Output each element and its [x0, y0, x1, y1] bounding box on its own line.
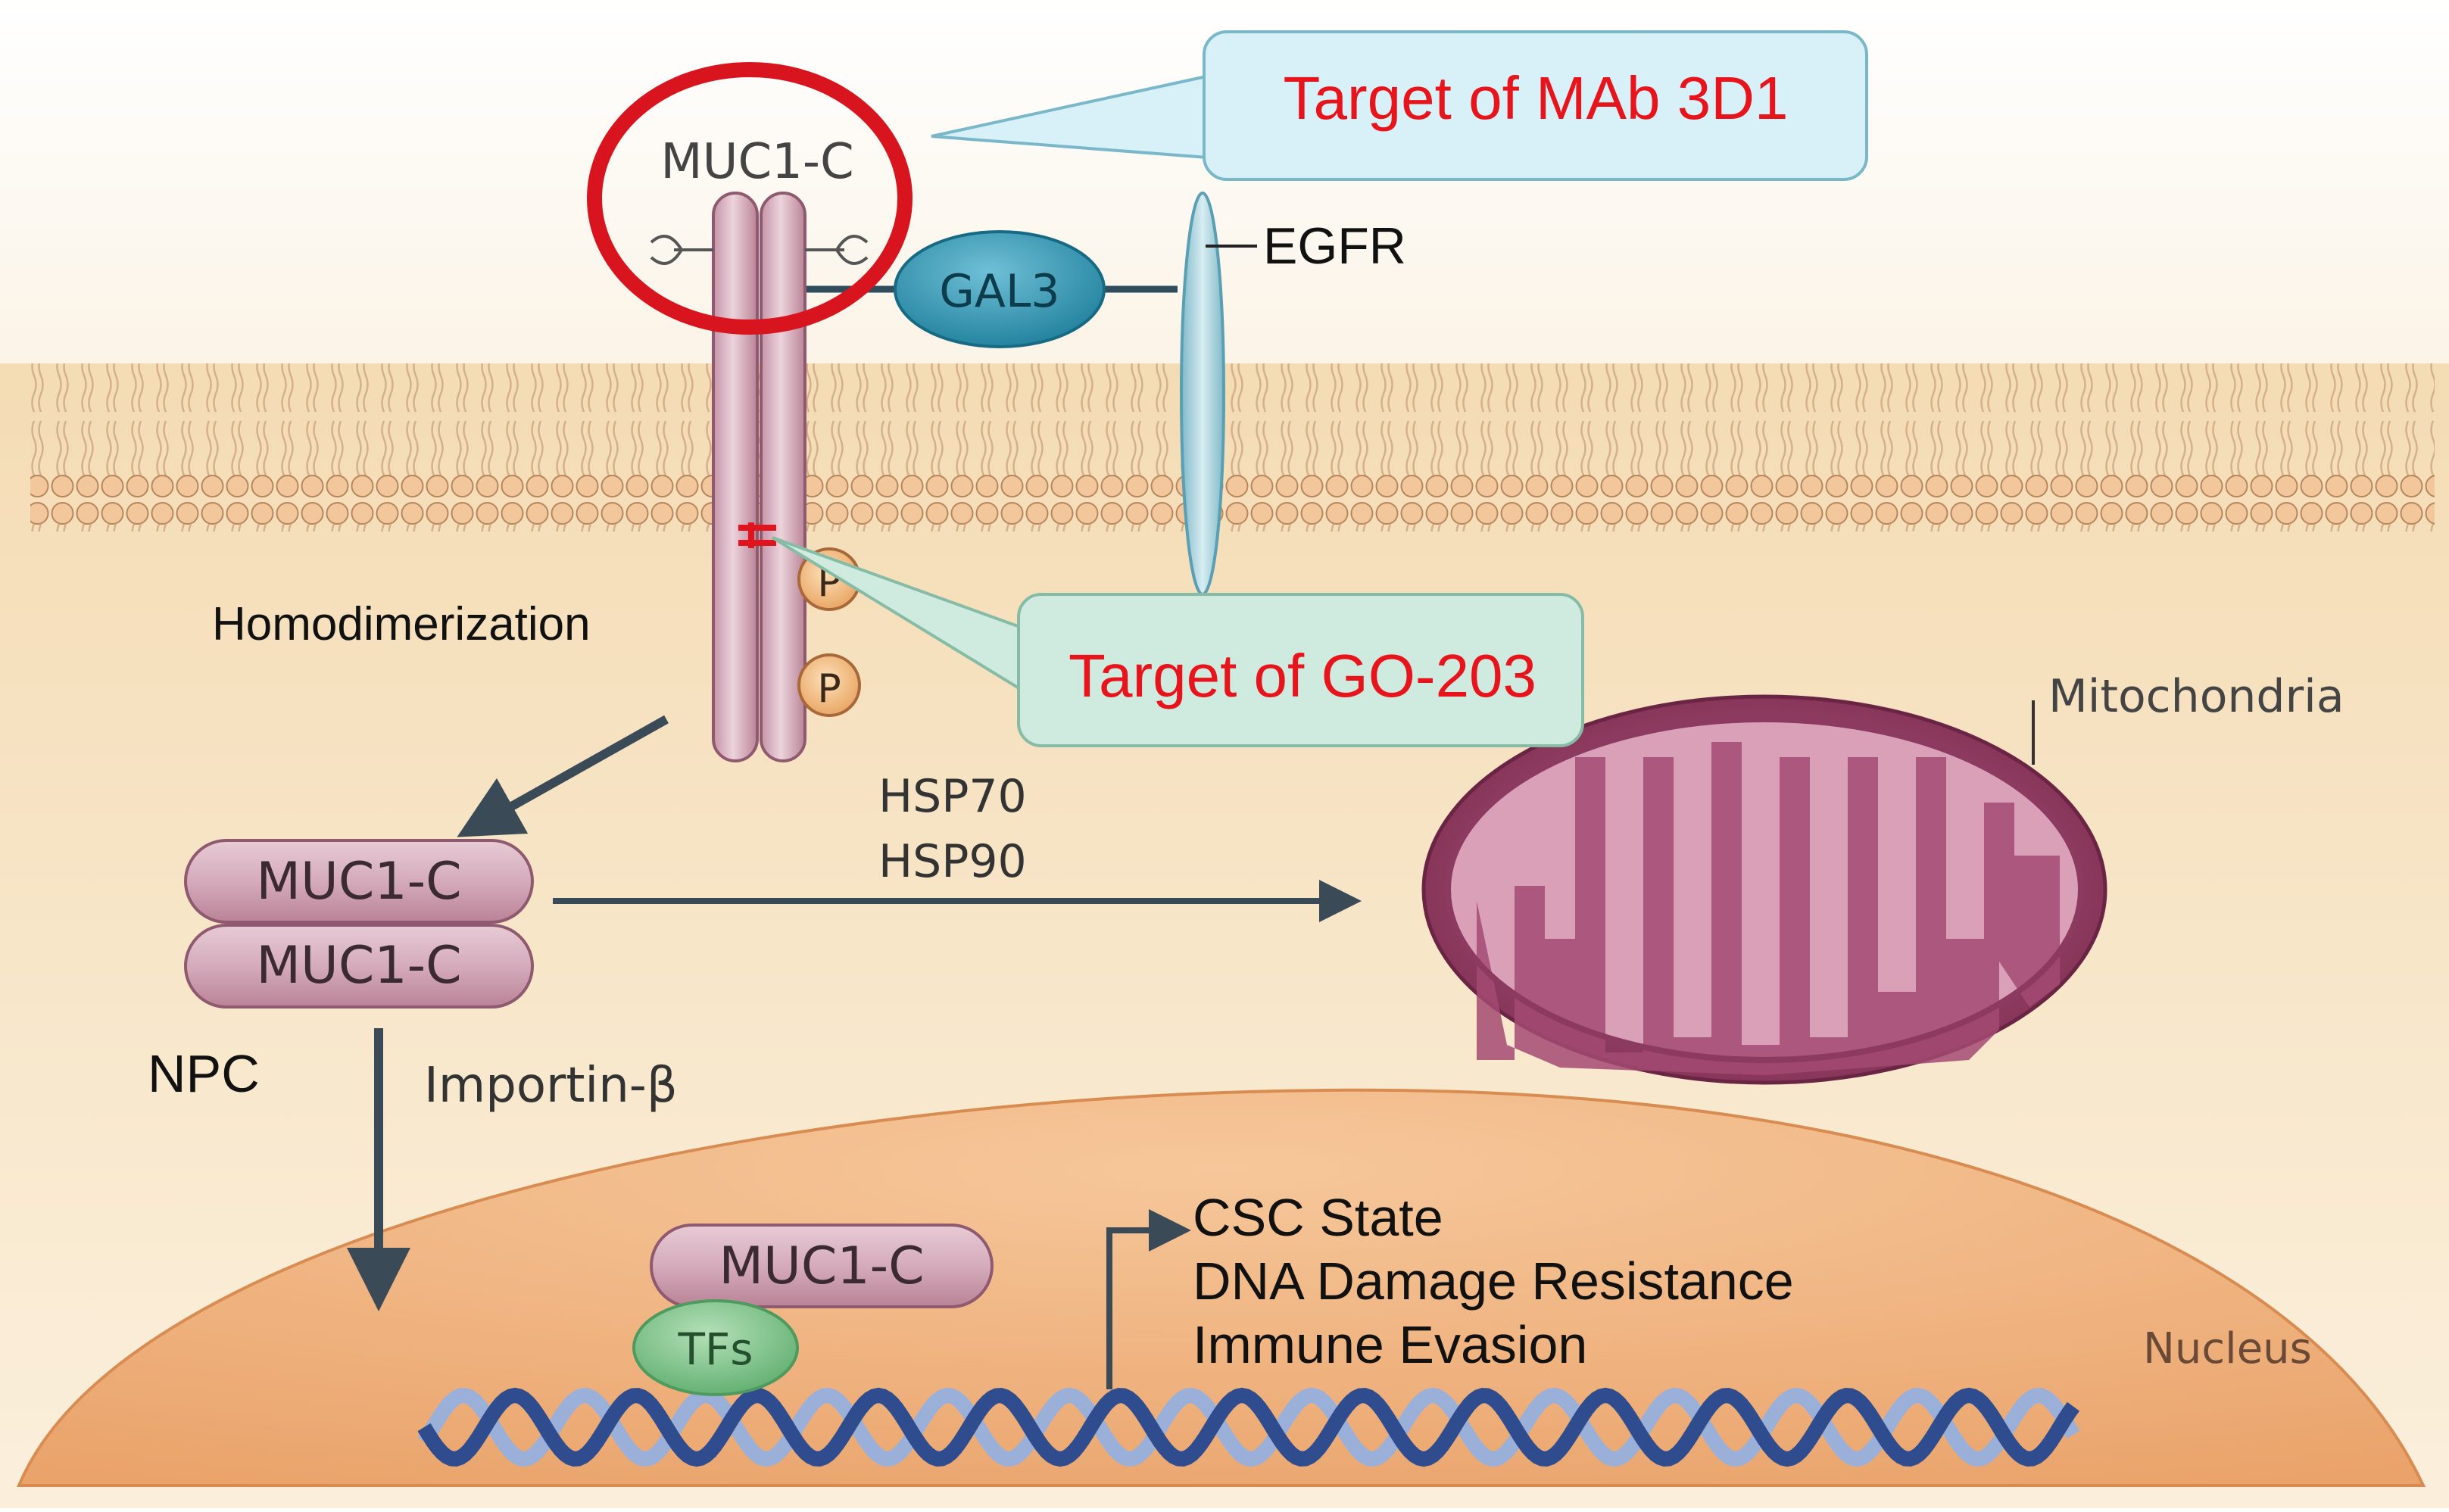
muc1c-rod-left	[712, 192, 759, 762]
muc1c-dimer-upper	[184, 839, 534, 924]
outcome-item: Immune Evasion	[1193, 1315, 1587, 1374]
muc1c-dimer-lower	[184, 924, 534, 1009]
mab-target-ring	[587, 62, 913, 335]
go203-callout-text: Target of GO-203	[1069, 642, 1536, 709]
muc1c-nuclear	[650, 1224, 994, 1308]
mab-callout-text: Target of MAb 3D1	[1284, 64, 1789, 132]
muc1c-rod-right	[760, 192, 806, 762]
cqc-motif-mark	[738, 522, 776, 548]
egfr-label: EGFR	[1263, 217, 1406, 275]
muc1c-dimer-lower-label: MUC1-C	[256, 936, 461, 996]
phospho-site-2	[797, 653, 861, 717]
mitochondria-cristae	[1477, 742, 2060, 1075]
mitochondria-label: Mitochondria	[2048, 670, 2344, 723]
mab-callout-box	[1203, 30, 1868, 181]
npc-label: NPC	[148, 1044, 260, 1103]
go203-callout-box	[1017, 593, 1584, 747]
transcription-arrow	[1106, 1209, 1191, 1389]
phospho-label-2: P	[817, 666, 841, 712]
importin-label: Importin-β	[424, 1058, 678, 1114]
hsp90-label: HSP90	[878, 835, 1027, 888]
muc1c-top-label: MUC1-C	[660, 134, 853, 190]
dna-helix	[417, 1387, 2080, 1467]
tfs-label: TFs	[677, 1323, 753, 1375]
sea-domain-right	[805, 235, 869, 265]
lipid-bilayer	[30, 363, 2435, 532]
homodimerization-label: Homodimerization	[212, 598, 591, 650]
sea-domain-left	[650, 235, 713, 265]
outcome-item: CSC State	[1193, 1188, 1443, 1247]
nucleus-label: Nucleus	[2143, 1324, 2312, 1373]
gal3-label: GAL3	[939, 265, 1059, 318]
dna-strand-front	[417, 1387, 2080, 1467]
outcome-item: DNA Damage Resistance	[1193, 1252, 1794, 1311]
gal3-protein	[894, 230, 1106, 348]
mitochondria	[1421, 694, 2107, 1085]
arrow-to-dimer	[457, 715, 669, 837]
nucleus	[16, 1088, 2426, 1487]
hsp70-label: HSP70	[878, 770, 1027, 823]
muc1c-dimer-upper-label: MUC1-C	[256, 852, 461, 912]
tfs-protein	[632, 1299, 799, 1396]
dna-strand-back	[417, 1387, 2080, 1467]
egfr-receptor	[1180, 192, 1225, 596]
muc1c-nuclear-label: MUC1-C	[719, 1236, 924, 1296]
